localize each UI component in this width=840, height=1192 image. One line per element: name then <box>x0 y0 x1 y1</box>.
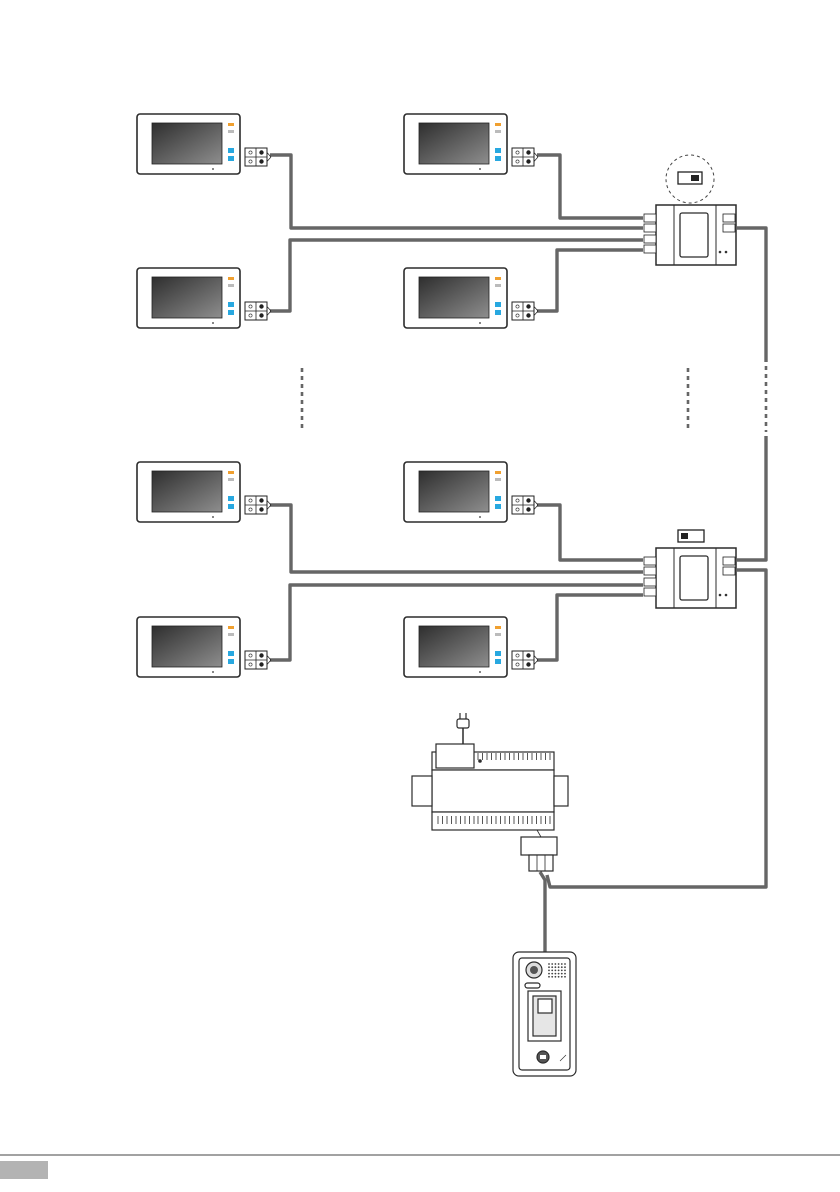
grille-hole <box>551 976 553 978</box>
grille-hole <box>551 963 553 965</box>
wire <box>537 595 643 660</box>
continuation-marks <box>302 366 766 432</box>
distributor <box>644 205 736 265</box>
indoor-monitor <box>404 268 538 328</box>
wire <box>537 155 643 218</box>
grille-hole <box>558 970 560 972</box>
door-station-wire <box>540 872 545 955</box>
grille-hole <box>561 966 563 968</box>
grille-hole <box>558 973 560 975</box>
indoor-monitor <box>404 617 538 677</box>
indoor-monitor <box>137 114 271 174</box>
door-station <box>513 952 576 1076</box>
grille-hole <box>564 963 566 965</box>
grille-hole <box>551 970 553 972</box>
grille-hole <box>561 970 563 972</box>
grille-hole <box>564 970 566 972</box>
grille-hole <box>558 963 560 965</box>
grille-hole <box>548 976 550 978</box>
grille-hole <box>548 970 550 972</box>
grille-hole <box>555 973 557 975</box>
grille-hole <box>555 970 557 972</box>
indoor-monitor <box>404 114 538 174</box>
wire <box>537 250 643 311</box>
bus-wire <box>737 436 766 560</box>
grille-hole <box>561 963 563 965</box>
distributor <box>644 548 736 608</box>
page-tab <box>0 1161 48 1179</box>
grille-hole <box>548 963 550 965</box>
grille-hole <box>555 966 557 968</box>
grille-hole <box>564 976 566 978</box>
grille-hole <box>561 976 563 978</box>
dip-switch-callout <box>666 155 714 203</box>
dip-switch <box>678 530 704 542</box>
indoor-monitor <box>137 268 271 328</box>
grille-hole <box>564 973 566 975</box>
bus-wire <box>737 228 766 362</box>
grille-hole <box>564 966 566 968</box>
grille-hole <box>551 966 553 968</box>
power-supply <box>412 713 568 871</box>
grille-hole <box>555 976 557 978</box>
grille-hole <box>551 973 553 975</box>
indoor-monitor <box>137 617 271 677</box>
grille-hole <box>555 963 557 965</box>
grille-hole <box>548 966 550 968</box>
grille-hole <box>561 973 563 975</box>
grille-hole <box>548 973 550 975</box>
indoor-monitor <box>404 462 538 522</box>
grille-hole <box>558 966 560 968</box>
grille-hole <box>558 976 560 978</box>
wire <box>537 505 643 560</box>
bus-wire <box>547 570 766 887</box>
indoor-monitor <box>137 462 271 522</box>
